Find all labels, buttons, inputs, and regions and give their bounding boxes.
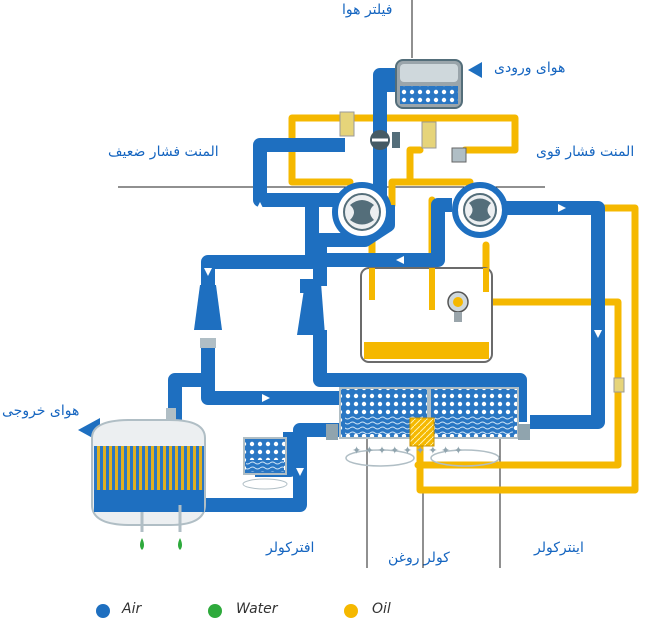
oil-filter-stem [454, 312, 462, 322]
legend-water-label: Water [236, 601, 278, 617]
svg-text:✦ ✦ ✦ ✦ ✦ ✦ ✦ ✦ ✦: ✦ ✦ ✦ ✦ ✦ ✦ ✦ ✦ ✦ [352, 444, 463, 457]
oil-level [364, 342, 489, 359]
cooling-fan-icon [345, 449, 500, 467]
drain-pipes [140, 505, 182, 532]
intercooler-water [435, 416, 513, 434]
water-drop-icon-1 [140, 538, 144, 550]
aftercooler-label: افترکولر [266, 540, 315, 556]
oil-cooler-core [409, 417, 435, 447]
low-pressure-element-label: المنت فشار ضعیف [108, 144, 219, 160]
oil-stop-valve-icon [421, 121, 437, 149]
thermostatic-valve-icon [451, 147, 467, 163]
air-filter-label: فیلتر هوا [342, 2, 393, 18]
high-pressure-element-label: المنت فشار قوی [536, 144, 635, 160]
water-drop-icon-2 [178, 538, 182, 550]
air-inlet-label: هوای ورودی [494, 60, 566, 76]
small-cooler-fan [242, 478, 288, 490]
air-inlet-arrow-icon [468, 62, 482, 78]
high-pressure-element [452, 182, 508, 238]
inlet-valve-actuator [392, 132, 400, 148]
legend-air-label: Air [122, 601, 142, 617]
oil-thermostat-icon [613, 377, 625, 393]
aftercooler-water [345, 416, 423, 434]
oil-filter-core [453, 297, 463, 307]
intercooler-label: اینترکولر [534, 540, 584, 556]
water-separator-2-icon [297, 283, 325, 335]
cooler-outlet-cap [518, 424, 530, 440]
air-filter-element [400, 86, 458, 104]
air-filter-highlight [400, 64, 458, 82]
dryer-vessel [91, 408, 206, 526]
fan-stars: ✦ ✦ ✦ ✦ ✦ ✦ ✦ ✦ ✦ [352, 444, 463, 457]
legend-water-swatch [208, 604, 222, 618]
oil-cooler-label: کولر روغن [388, 550, 450, 566]
air-outlet-label: هوای خروجی [2, 403, 80, 419]
cooler-inlet-cap [326, 424, 338, 440]
legend-air-swatch [96, 604, 110, 618]
flow-arrows [204, 202, 602, 476]
unloader-valve-icon [339, 111, 355, 137]
legend-oil-label: Oil [372, 601, 391, 617]
small-cooler-water [246, 460, 284, 472]
low-pressure-element [332, 182, 392, 242]
water-separator-1-drain [200, 338, 216, 348]
legend-oil-swatch [344, 604, 358, 618]
water-separator-1-icon [194, 285, 222, 330]
